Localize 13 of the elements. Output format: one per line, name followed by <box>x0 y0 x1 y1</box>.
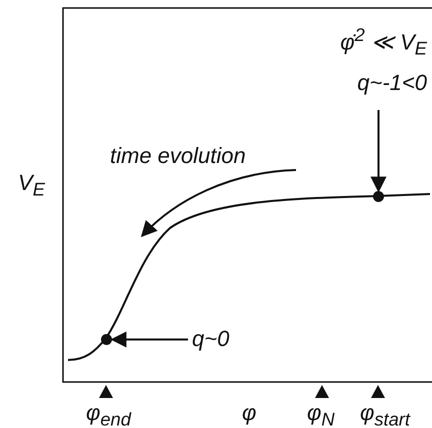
arrow <box>110 332 188 348</box>
annotation-text: time evolution <box>110 143 246 169</box>
annotation-text: φ̇$^{2}$ ≪ V$_{E}$ <box>339 23 427 61</box>
curve-point-dot <box>101 334 112 345</box>
axis-label: φ <box>242 400 256 426</box>
axis-label: V$_{E}$ <box>18 170 45 202</box>
curve-point-dot <box>373 191 384 202</box>
annotation-text: q~-1<0 <box>356 70 427 96</box>
tick-label: φ$_{start}$ <box>360 400 410 428</box>
annotation-text: q~0 <box>192 326 230 352</box>
arrow <box>370 110 386 193</box>
tick-label: φ$_{end}$ <box>86 400 131 428</box>
tick-label: φ$_{N}$ <box>307 400 335 428</box>
